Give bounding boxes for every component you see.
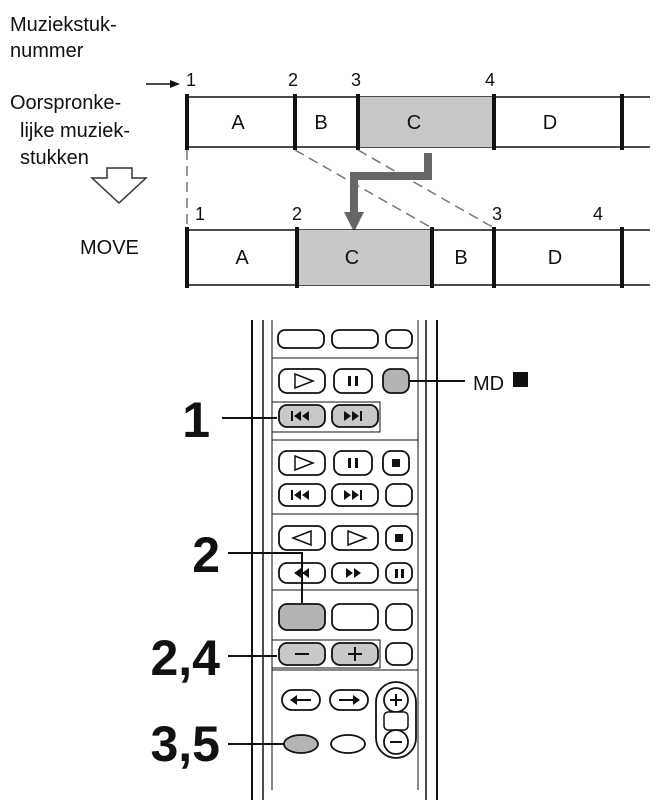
moved-track-strip [185,227,650,288]
pause-button[interactable] [333,450,373,476]
track-number-label: nummer [10,40,84,62]
step-35-label: 3,5 [150,716,220,772]
next-track-button[interactable] [331,404,379,428]
edit-button[interactable] [278,603,326,631]
move-guide-lines [186,149,495,229]
reverse-play-button[interactable] [278,525,326,551]
play-button[interactable] [278,450,326,476]
fast-forward-button[interactable] [331,562,379,584]
md-stop-button[interactable] [382,368,410,394]
plus-button[interactable] [331,642,379,666]
volume-rocker[interactable] [375,681,417,759]
step-1-label: 1 [182,392,210,448]
segment-label: D [548,247,562,269]
segment-label: A [235,247,249,269]
track-number: 4 [485,70,495,90]
move-arrow-head [344,212,364,232]
next-track-button-2[interactable] [331,483,379,507]
blank-button[interactable] [385,483,413,507]
back-button[interactable] [281,689,321,711]
track-number: 3 [351,70,361,90]
blank-button[interactable] [385,603,413,631]
original-track-strip [185,94,650,150]
original-tracks-label: Oorspronke- [10,92,121,114]
track-number: 2 [292,204,302,224]
original-tracks-label: lijke muziek- [20,120,130,142]
blank-button[interactable] [331,603,379,631]
stop-button[interactable] [382,450,410,476]
track-number-label: Muziekstuk- [10,14,117,36]
blank-oval-button[interactable] [330,734,366,754]
enter-button[interactable] [283,734,319,754]
track-number-arrow [146,80,180,88]
track-number: 2 [288,70,298,90]
move-arrow [350,153,432,218]
segment-c-shaded [297,230,432,285]
tape-stop-button[interactable] [385,525,413,551]
blank-button[interactable] [385,642,413,666]
segment-label: B [314,112,327,134]
step-24-label: 2,4 [150,630,220,686]
previous-track-button[interactable] [278,404,326,428]
segment-label: C [407,112,421,134]
down-arrow-icon [90,167,148,205]
remote-control [251,320,438,800]
step24-highlight [271,639,381,669]
minus-button[interactable] [278,642,326,666]
segment-label: A [231,112,245,134]
md-pause-button[interactable] [333,368,373,394]
stop-square-icon [513,372,528,387]
segment-label: D [543,112,557,134]
previous-track-button-2[interactable] [278,483,326,507]
md-play-button[interactable] [278,368,326,394]
segment-c-shaded [358,97,494,147]
track-number: 3 [492,204,502,224]
track-number: 1 [195,204,205,224]
segment-label: B [454,247,467,269]
track-number: 4 [593,204,603,224]
forward-button[interactable] [329,689,369,711]
step-2-label: 2 [192,527,220,583]
segment-label: C [345,247,359,269]
track-number: 1 [186,70,196,90]
step-2-callout [228,552,303,603]
original-tracks-label: stukken [20,147,89,169]
tape-play-button[interactable] [331,525,379,551]
tape-pause-button[interactable] [385,562,413,584]
remote-row-partial [277,329,413,349]
md-stop-label: MD [473,373,504,395]
move-label: MOVE [80,237,139,259]
